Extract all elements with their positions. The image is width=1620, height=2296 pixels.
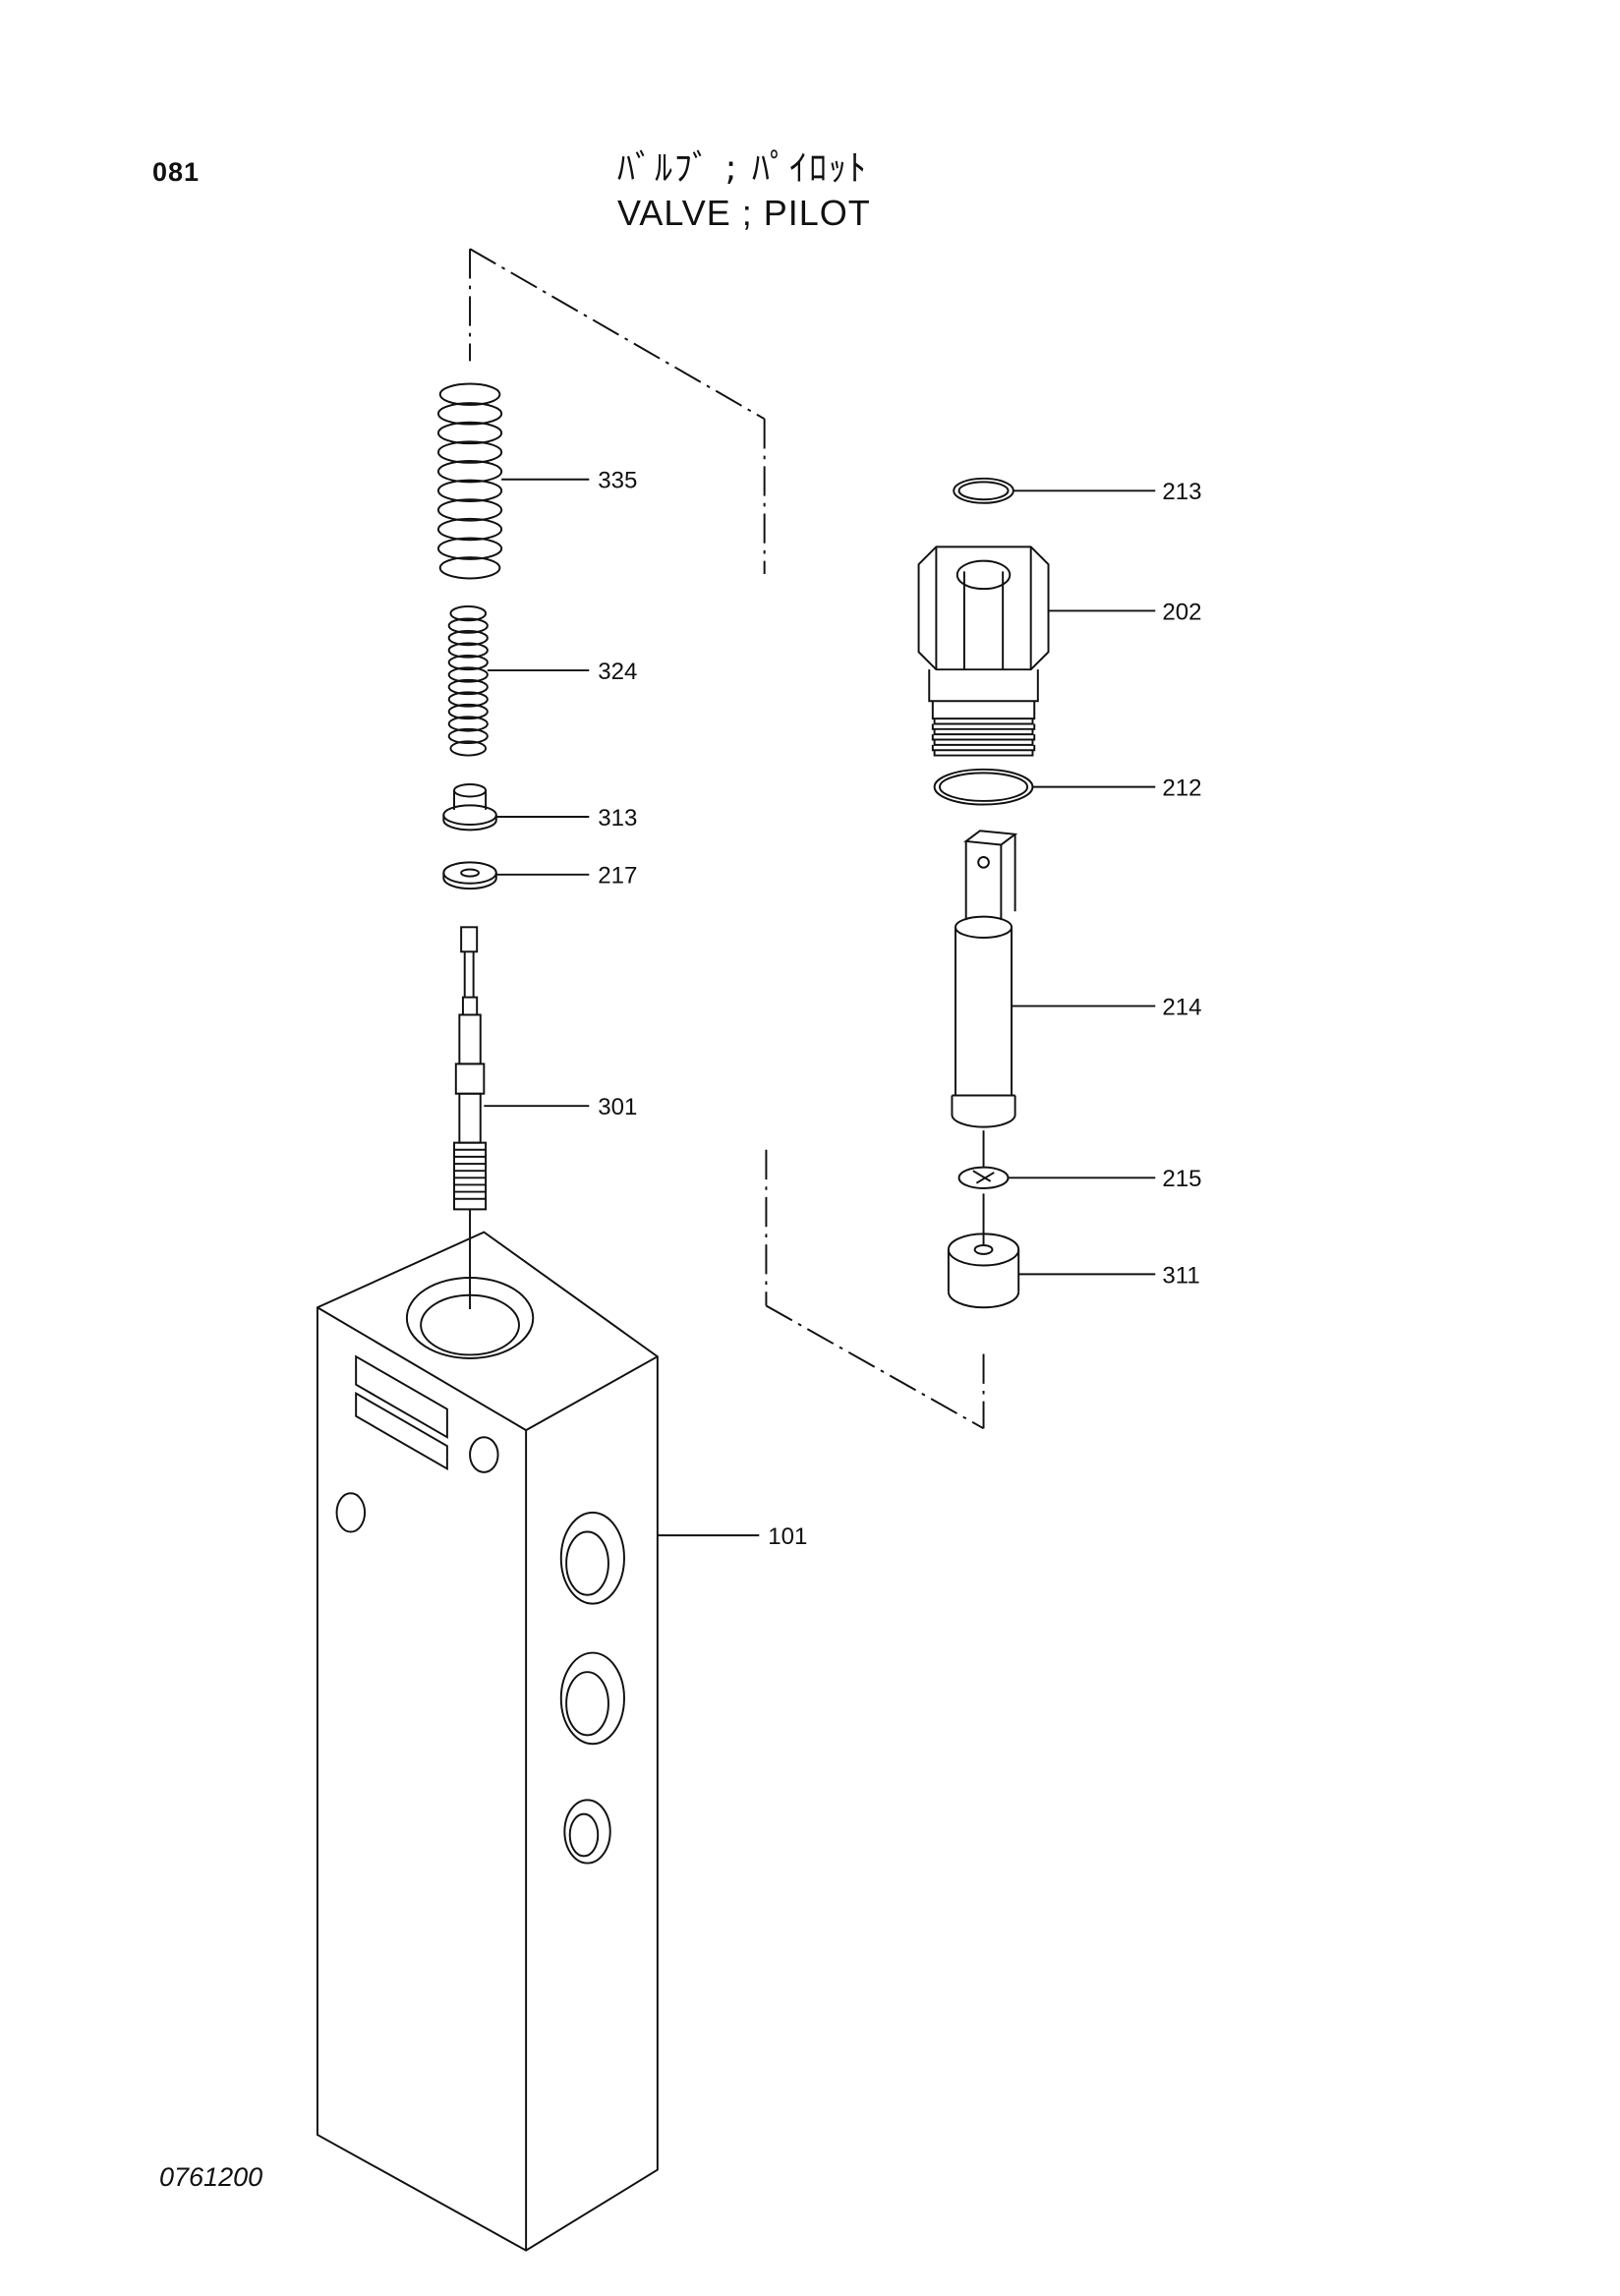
part-324-inner-spring (447, 605, 590, 757)
title-english: VALVE ; PILOT (617, 193, 871, 233)
callout-324: 324 (598, 659, 637, 685)
part-101-casing (316, 1231, 760, 2252)
part-215-snap-ring (957, 1130, 1156, 1189)
part-214-push-rod (951, 830, 1156, 1128)
callout-101: 101 (768, 1523, 807, 1550)
part-217-washer (442, 861, 590, 890)
part-301-spool (453, 926, 590, 1310)
part-335-outer-spring (436, 382, 590, 580)
part-311-bushing (947, 1193, 1156, 1309)
title-japanese: ﾊﾞﾙﾌﾞ ; ﾊﾟｲﾛｯﾄ (617, 148, 869, 189)
alignment-guide-left (469, 248, 766, 574)
part-313-spring-seat (442, 783, 590, 832)
alignment-guide-right (765, 1149, 985, 1430)
drawing-code: 0761200 (159, 2162, 263, 2192)
part-212-o-ring (933, 768, 1156, 806)
callout-313: 313 (598, 805, 637, 832)
callout-214: 214 (1162, 994, 1201, 1020)
callout-215: 215 (1162, 1166, 1201, 1192)
callout-301: 301 (598, 1094, 637, 1120)
callout-212: 212 (1162, 775, 1201, 802)
callout-213: 213 (1162, 479, 1201, 505)
callout-335: 335 (598, 468, 637, 494)
part-213-o-ring (953, 477, 1156, 504)
callout-311: 311 (1162, 1262, 1199, 1289)
callout-202: 202 (1162, 599, 1201, 625)
page-number: 081 (152, 157, 201, 187)
part-202-plug (917, 545, 1156, 757)
callout-217: 217 (598, 863, 637, 890)
